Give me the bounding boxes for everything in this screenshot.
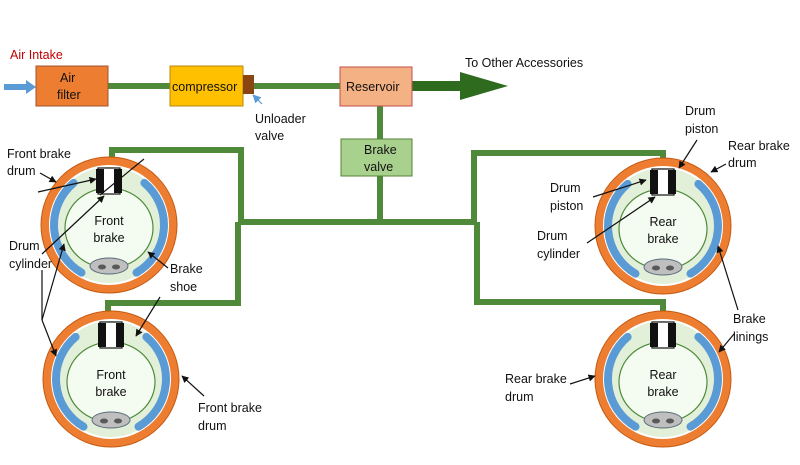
anchor-pin	[643, 258, 683, 276]
pointer-v-top	[41, 243, 66, 321]
anchor-pin	[643, 411, 683, 429]
anchor-pin-dot	[666, 418, 674, 424]
unloader-valve-line1: Unloader	[255, 112, 306, 126]
wheel-rear-right-top: Rear brake	[594, 157, 732, 295]
front-brake-drum-tl-line1: Front brake	[7, 147, 71, 161]
rear-brake-drum-tr-line2: drum	[728, 156, 756, 170]
front-brake-drum-bl-line2: drum	[198, 419, 226, 433]
drum-piston-left	[96, 169, 104, 193]
rear-brake-drum-br-line1: Rear brake	[505, 372, 567, 386]
brake-linings-line2: linings	[733, 330, 768, 344]
drum-piston-mid-line1: Drum	[550, 181, 581, 195]
anchor-pin-dot	[652, 265, 660, 271]
drum-piston-left	[98, 323, 106, 347]
pointer-brake-shoe-1	[147, 251, 169, 269]
air-filter-box: Air filter	[35, 65, 109, 107]
wheel-front-left-bottom: Front brake	[42, 310, 180, 448]
pointer-drum-cylinder-left	[41, 195, 105, 255]
pointer-brake-shoe-2	[135, 296, 161, 337]
anchor-pin-dot	[652, 418, 660, 424]
unloader-valve-line2: valve	[255, 129, 284, 143]
unloader-valve-block	[243, 75, 254, 94]
drum-piston-left	[650, 170, 658, 194]
anchor-pin-dot	[100, 418, 108, 424]
brake-lining-left	[604, 332, 640, 431]
drum-piston-right	[116, 323, 124, 347]
wheel-rear-right-bottom: Rear brake	[594, 310, 732, 448]
brake-shoe	[66, 341, 156, 423]
wheel-label-line2: brake	[95, 385, 126, 399]
anchor-pin-dot	[112, 264, 120, 270]
wheel-label-line2: brake	[647, 385, 678, 399]
pointer-rear-drum-br	[569, 374, 596, 385]
to-accessories-arrow	[412, 72, 508, 100]
to-other-accessories-label: To Other Accessories	[465, 56, 583, 70]
pointer-piston-left-2	[99, 158, 145, 196]
wheel-label-line1: Rear	[649, 368, 676, 382]
rear-brake-drum-tr-line1: Rear brake	[728, 139, 790, 153]
brake-lining-right	[686, 332, 722, 431]
anchor-pin-dot	[114, 418, 122, 424]
brake-lining-right	[686, 179, 722, 278]
pointer-drum-cylinder-right	[586, 196, 656, 244]
brake-shoe	[64, 187, 154, 269]
drum-piston-mid-line2: piston	[550, 199, 583, 213]
wheel-label-line2: brake	[647, 232, 678, 246]
drum-piston-top-line2: piston	[685, 122, 718, 136]
anchor-pin-dot	[666, 265, 674, 271]
rear-brake-drum-br-line2: drum	[505, 390, 533, 404]
brake-linings-line1: Brake	[733, 312, 766, 326]
drum-cylinder-left-line1: Drum	[9, 239, 40, 253]
drum-cylinder-right-line1: Drum	[537, 229, 568, 243]
brake-lining-right	[134, 332, 170, 431]
drum-cylinder-right-line2: cylinder	[537, 247, 580, 261]
pointer-linings-bottom	[718, 333, 735, 353]
wheel-label-line1: Rear	[649, 215, 676, 229]
front-brake-drum-tl-line2: drum	[7, 164, 35, 178]
wheel-label-line1: Front	[96, 368, 126, 382]
brake-lining-left	[604, 179, 640, 278]
drum-piston-top-line1: Drum	[685, 104, 716, 118]
wheel-front-left-top: Front brake	[40, 156, 178, 294]
wheel-label-line1: Front	[94, 214, 124, 228]
pointer-drum-piston-top	[678, 139, 698, 169]
reservoir-box: Reservoir	[339, 66, 413, 107]
drum-piston-right	[668, 170, 676, 194]
brake-shoe-line1: Brake	[170, 262, 203, 276]
air-intake-label: Air Intake	[10, 48, 63, 62]
pointer-rear-drum-tr	[710, 163, 727, 173]
brake-lining-left	[50, 178, 86, 277]
anchor-pin	[89, 257, 129, 275]
wheel-label-line2: brake	[93, 231, 124, 245]
compressor-label: compressor	[172, 80, 237, 94]
brake-lining-left	[52, 332, 88, 431]
anchor-pin-dot	[98, 264, 106, 270]
air-filter-line2: filter	[57, 88, 81, 102]
brake-shoe-line2: shoe	[170, 280, 197, 294]
pointer-front-drum-tl	[39, 172, 57, 183]
pointer-front-drum-bl	[181, 375, 205, 397]
unloader-pointer	[252, 94, 263, 105]
pointer-drum-piston-mid	[592, 178, 647, 198]
anchor-pin	[91, 411, 131, 429]
pointer-piston-left-1	[37, 176, 97, 193]
brake-valve-line2: valve	[364, 160, 393, 174]
air-intake-arrow	[4, 80, 36, 94]
brake-valve-line1: Brake	[364, 143, 397, 157]
brake-valve-box: Brake valve	[340, 138, 413, 177]
drum-piston-right	[668, 323, 676, 347]
brake-shoe	[618, 188, 708, 270]
brake-shoe	[618, 341, 708, 423]
reservoir-label: Reservoir	[346, 80, 400, 94]
drum-piston-left	[650, 323, 658, 347]
air-filter-line1: Air	[60, 71, 75, 85]
pointer-v-bottom	[41, 319, 58, 357]
pointer-linings-top	[716, 245, 739, 311]
front-brake-drum-bl-line1: Front brake	[198, 401, 262, 415]
brake-lining-right	[132, 178, 168, 277]
compressor-box: compressor	[169, 65, 244, 107]
drum-cylinder-left-line2: cylinder	[9, 257, 52, 271]
